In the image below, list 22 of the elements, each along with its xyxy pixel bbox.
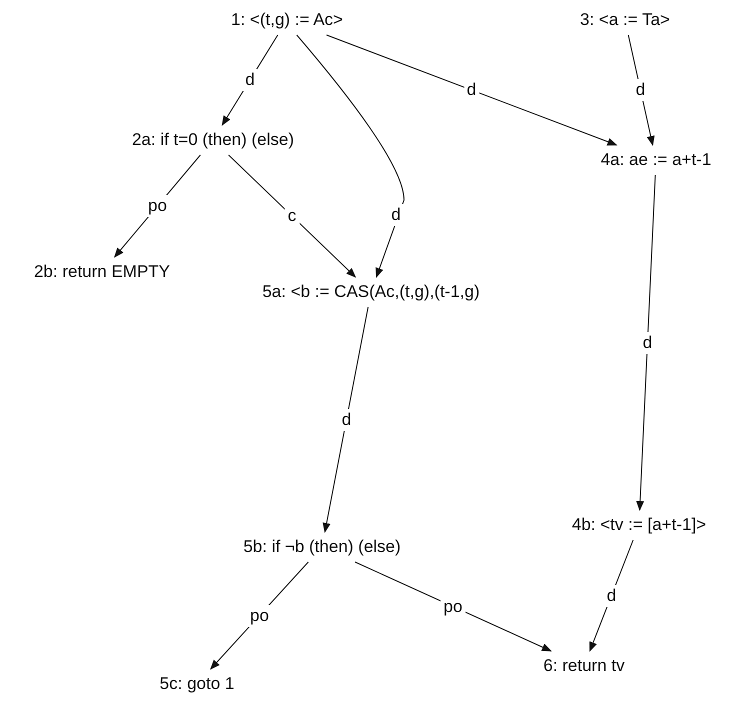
statement-label: 1: <(t,g) := Ac>	[229, 8, 345, 32]
statement-label: 5c: goto 1	[158, 672, 236, 696]
statement-label: 5b: if ¬b (then) (else)	[241, 535, 403, 559]
edge-label: d	[604, 584, 620, 606]
arrow	[322, 306, 369, 533]
arrow	[222, 34, 278, 126]
arrow	[589, 540, 634, 652]
edge-label: po	[145, 195, 170, 217]
statement-label: 4b: <tv := [a+t-1]>	[570, 513, 708, 537]
arrow	[636, 174, 656, 511]
statement-label: 6: return tv	[541, 654, 627, 678]
edge-label: d	[242, 69, 258, 91]
edge-label: po	[247, 604, 272, 626]
statement-label: 4a: ae := a+t-1	[598, 148, 714, 172]
statement-label: 3: <a := Ta>	[578, 8, 672, 32]
arrow	[228, 154, 356, 278]
arrow	[326, 34, 618, 146]
arrow	[628, 34, 655, 146]
arrow	[296, 34, 404, 278]
statement-label: 2a: if t=0 (then) (else)	[130, 128, 296, 152]
statement-label: 5a: <b := CAS(Ac,(t,g),(t-1,g)	[260, 280, 482, 304]
statement-label: 2b: return EMPTY	[32, 260, 172, 284]
